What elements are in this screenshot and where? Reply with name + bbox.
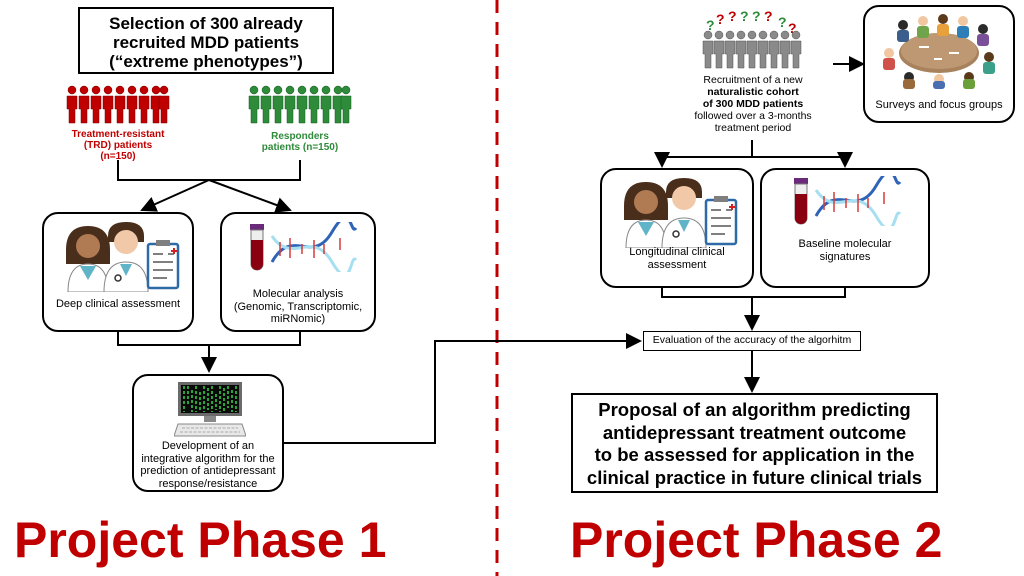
responders-line-2: patients (n=150) xyxy=(261,142,339,153)
responders-label: Responders patients (n=150) xyxy=(245,131,355,153)
selection-line-2: recruited MDD patients xyxy=(112,33,300,52)
trd-label: Treatment-resistant (TRD) patients (n=15… xyxy=(58,129,178,162)
doctors-icon xyxy=(66,222,180,292)
question-mark-icon: ? xyxy=(716,11,725,27)
longitudinal-line-1: Longitudinal clinical xyxy=(629,246,725,258)
question-mark-icon: ? xyxy=(788,20,797,36)
recruitment-line-2: naturalistic cohort xyxy=(707,86,799,98)
phase-1-heading: Project Phase 1 xyxy=(14,512,387,568)
baseline-label: Baseline molecular signatures xyxy=(762,238,928,263)
algorithm-line-2: integrative algorithm for the xyxy=(141,452,275,465)
baseline-line-2: signatures xyxy=(819,250,871,263)
algorithm-line-1: Development of an xyxy=(161,440,255,452)
proposal-line-1: Proposal of an algorithm predicting xyxy=(598,399,911,420)
recruitment-line-3: of 300 MDD patients xyxy=(702,98,804,110)
baseline-line-1: Baseline molecular xyxy=(798,238,892,250)
question-mark-icon: ? xyxy=(752,8,761,24)
recruitment-line-4: followed over a 3-months xyxy=(694,110,812,122)
molecular-label: Molecular analysis (Genomic, Transcripto… xyxy=(222,288,374,326)
surveys-label: Surveys and focus groups xyxy=(875,99,1003,111)
surveys-box: Surveys and focus groups xyxy=(863,5,1015,123)
dna-icon xyxy=(814,176,902,226)
clinical-label: Deep clinical assessment xyxy=(55,298,181,310)
clipboard-icon xyxy=(146,240,180,290)
trd-line-3: (n=150) xyxy=(100,151,136,162)
question-mark-icon: ? xyxy=(728,8,737,24)
computer-icon xyxy=(174,382,246,437)
recruitment-line-1: Recruitment of a new xyxy=(703,74,803,86)
algorithm-box: Development of an integrative algorithm … xyxy=(132,374,284,492)
trd-line-1: Treatment-resistant xyxy=(71,129,165,140)
question-mark-icon: ? xyxy=(740,8,749,24)
algorithm-line-3: prediction of antidepressant xyxy=(140,465,276,477)
blood-tube-icon xyxy=(250,224,264,271)
responders-crowd-icon xyxy=(248,85,352,124)
proposal-line-3: to be assessed for application in the xyxy=(594,444,915,465)
molecular-graphic xyxy=(794,176,902,226)
molecular-line-1: Molecular analysis xyxy=(252,288,344,300)
blood-tube-icon xyxy=(794,178,808,225)
recruitment-label: Recruitment of a new naturalistic cohort… xyxy=(680,74,826,134)
selection-box: Selection of 300 already recruited MDD p… xyxy=(78,7,334,74)
selection-line-1: Selection of 300 already xyxy=(109,14,303,33)
new-cohort-crowd-icon xyxy=(702,30,802,69)
algorithm-line-4: response/resistance xyxy=(158,477,258,490)
longitudinal-label: Longitudinal clinical assessment xyxy=(602,246,752,271)
recruitment-line-5: treatment period xyxy=(714,122,792,134)
dna-icon xyxy=(270,222,358,272)
evaluation-box: Evaluation of the accuracy of the algorh… xyxy=(643,331,861,351)
molecular-box: Molecular analysis (Genomic, Transcripto… xyxy=(220,212,376,332)
trd-crowd-icon xyxy=(66,85,170,124)
trd-line-2: (TRD) patients xyxy=(83,140,153,151)
doctors-icon xyxy=(624,178,738,248)
longitudinal-line-2: assessment xyxy=(647,258,707,271)
molecular-line-2: (Genomic, Transcriptomic, xyxy=(233,300,363,313)
proposal-box: Proposal of an algorithm predicting anti… xyxy=(571,393,938,493)
molecular-line-3: miRNomic) xyxy=(270,313,326,325)
longitudinal-box: Longitudinal clinical assessment xyxy=(600,168,754,288)
baseline-box: Baseline molecular signatures xyxy=(760,168,930,288)
phase-2-heading: Project Phase 2 xyxy=(570,512,943,568)
algorithm-label: Development of an integrative algorithm … xyxy=(134,440,282,490)
clinical-box: Deep clinical assessment xyxy=(42,212,194,332)
question-mark-icon: ? xyxy=(764,8,773,24)
responders-line-1: Responders xyxy=(271,131,329,142)
meeting-icon xyxy=(883,14,995,89)
question-mark-icon: ? xyxy=(778,14,787,30)
molecular-graphic xyxy=(250,222,358,272)
clipboard-icon xyxy=(704,196,738,246)
proposal-line-2: antidepressant treatment outcome xyxy=(602,421,907,443)
proposal-line-4: clinical practice in future clinical tri… xyxy=(586,466,923,488)
selection-line-3: (“extreme phenotypes”) xyxy=(109,52,303,71)
question-mark-icon: ? xyxy=(706,17,715,33)
